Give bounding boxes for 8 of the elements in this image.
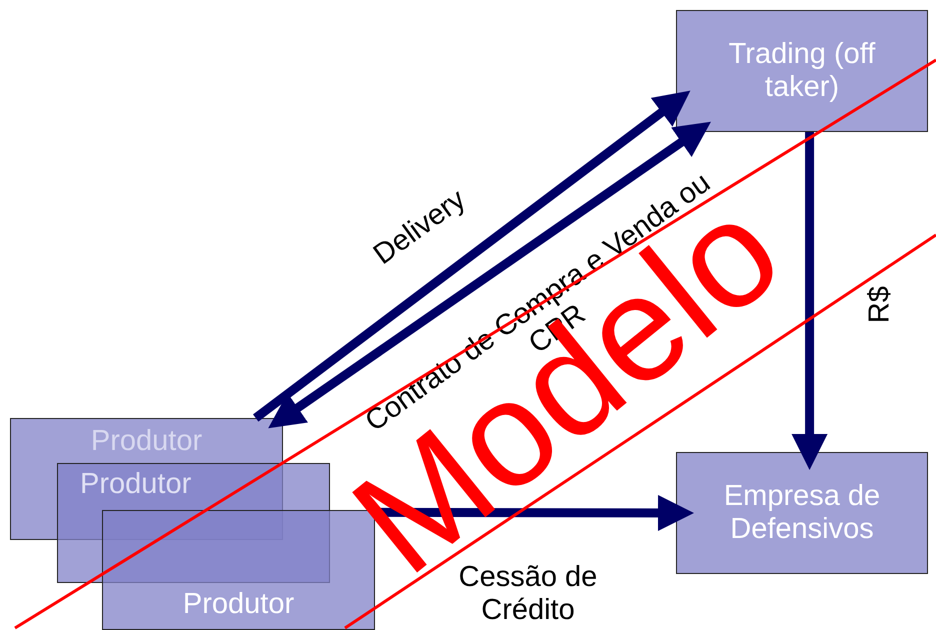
arrow (253, 90, 690, 422)
arrow (792, 132, 828, 470)
arrow (268, 122, 711, 428)
box-label: Trading (off taker) (728, 38, 876, 104)
edge-label: R$ (863, 285, 896, 326)
box-label: Produtor (80, 468, 192, 502)
process-box (676, 10, 928, 132)
box-label: Produtor (182, 588, 294, 621)
